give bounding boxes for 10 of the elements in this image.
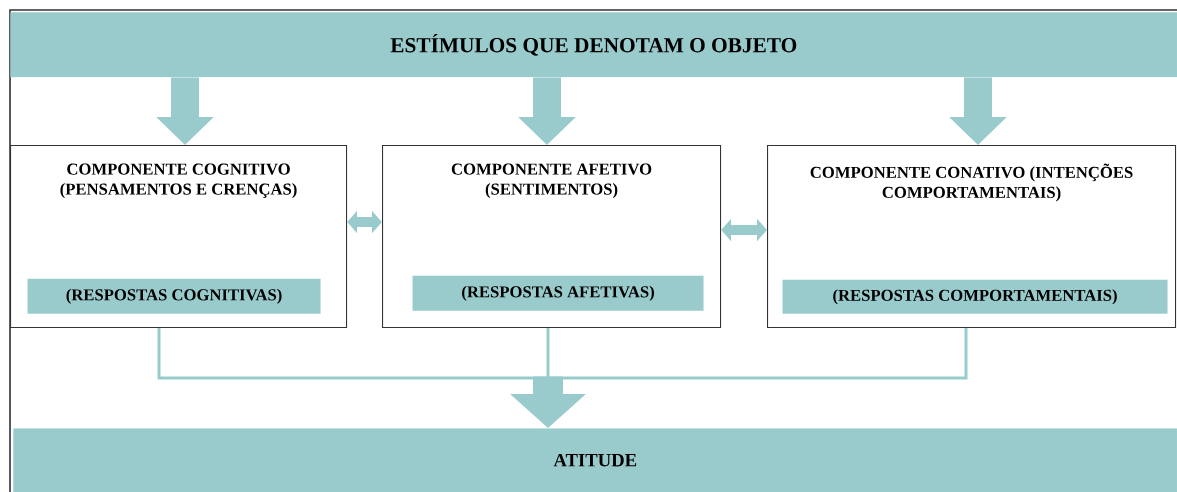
connector-line	[548, 328, 968, 380]
double-arrow	[347, 210, 382, 234]
response-box: (RESPOSTAS AFETIVAS)	[412, 275, 704, 311]
response-box: (RESPOSTAS COMPORTAMENTAIS)	[782, 279, 1168, 314]
double-arrow	[721, 218, 767, 242]
connector-line	[546, 328, 550, 378]
banner-box: ESTÍMULOS QUE DENOTAM O OBJETO	[10, 12, 1177, 78]
connector-line	[157, 328, 548, 380]
banner-box: ATITUDE	[13, 428, 1177, 492]
response-box: (RESPOSTAS COGNITIVAS)	[27, 278, 321, 314]
